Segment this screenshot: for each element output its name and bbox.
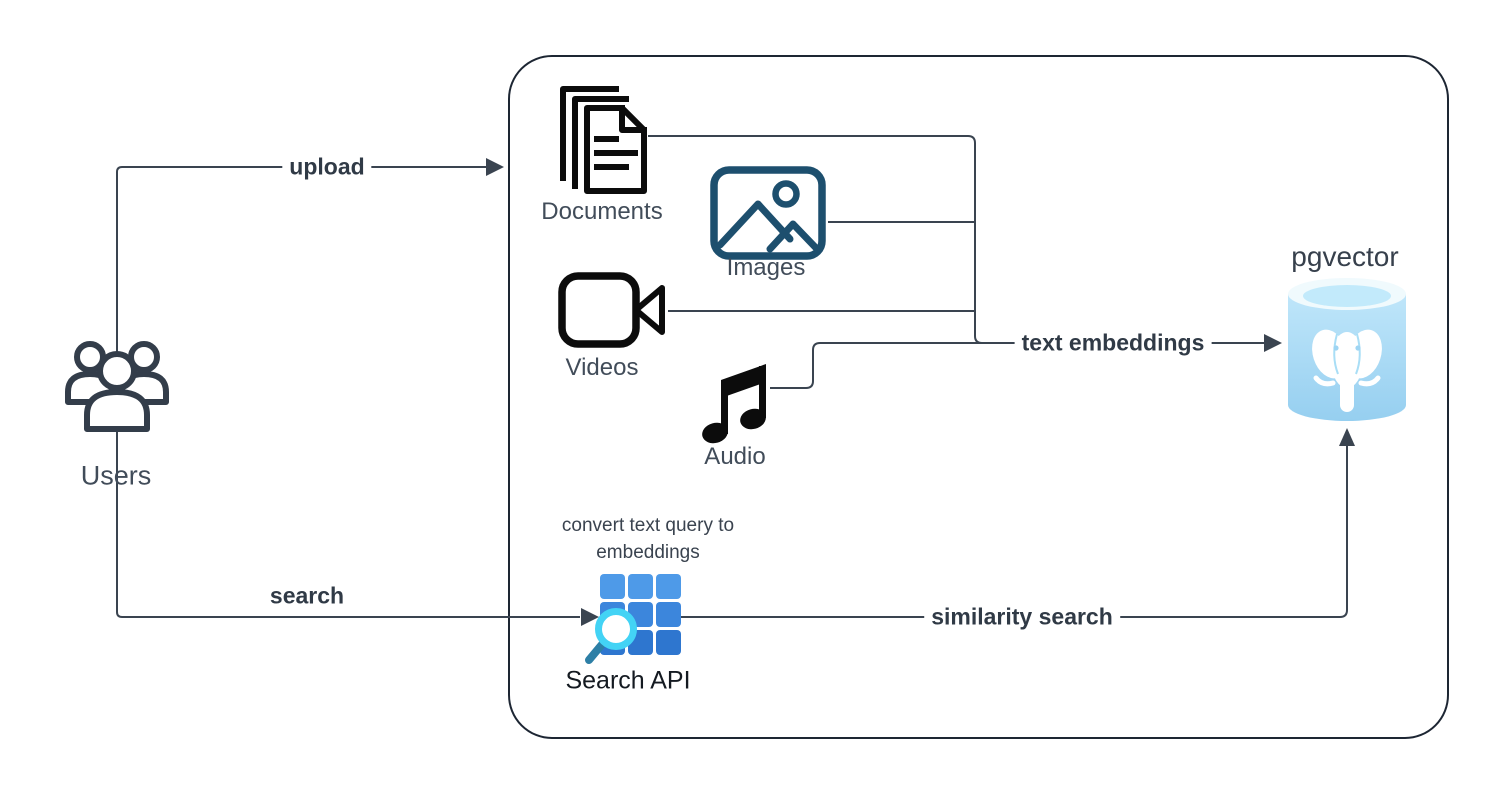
arrowhead-upload (486, 158, 504, 176)
edge-similarity-path (678, 446, 1348, 618)
arrowhead-text-embeddings (1264, 334, 1282, 352)
edge-label-similarity-search: similarity search (924, 603, 1120, 631)
pgvector-database-icon (1288, 278, 1406, 421)
search-api-label: Search API (565, 666, 691, 695)
edge-label-text-embeddings: text embeddings (1014, 329, 1212, 357)
users-icon (65, 341, 169, 432)
documents-label: Documents (541, 198, 663, 225)
arrowhead-similarity-up (1339, 428, 1355, 446)
videos-label: Videos (565, 354, 639, 381)
postgres-elephant-icon (1312, 329, 1382, 412)
search-api-icon (585, 574, 681, 664)
magnifier-icon (585, 608, 637, 664)
edge-audio-embeddings-path (770, 342, 1264, 389)
images-label: Images (726, 254, 806, 281)
audio-label: Audio (704, 443, 766, 470)
processing-container-box (508, 55, 1449, 739)
videos-icon (558, 272, 665, 348)
users-label: Users (80, 460, 152, 491)
arrowhead-search (581, 608, 599, 626)
documents-icon (560, 86, 647, 194)
pgvector-label: pgvector (1291, 241, 1399, 272)
edge-label-upload: upload (282, 153, 372, 181)
edge-label-search: search (269, 582, 345, 609)
audio-icon (702, 364, 766, 444)
search-api-annotation: convert text query to embeddings (561, 515, 735, 563)
edge-upload-search-path (116, 166, 580, 618)
images-icon (710, 166, 826, 260)
